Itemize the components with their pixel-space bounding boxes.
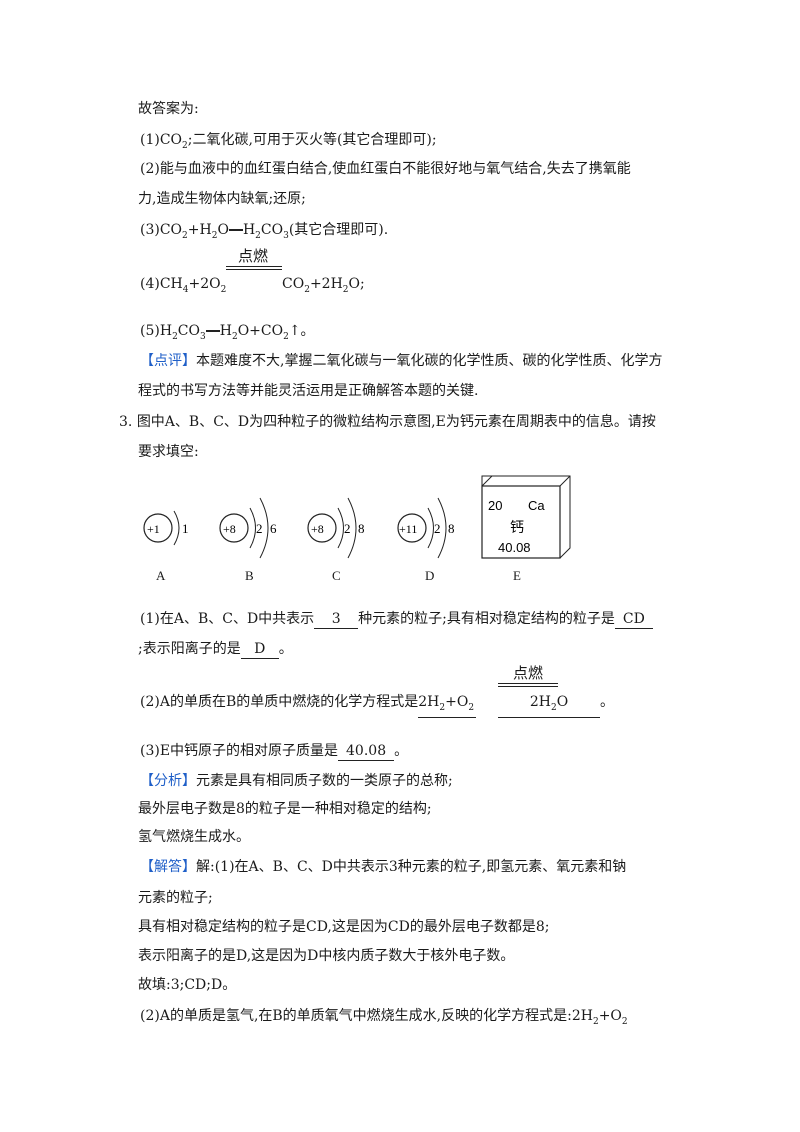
element-card-calcium: 20 Ca 钙 40.08 [481,475,571,559]
comment-line2: 程式的书写方法等并能灵活运用是正确解答本题的关键. [138,383,479,399]
label-c: C [332,568,341,583]
atom-b: +8 2 6 [219,497,277,559]
analysis-line1: 【分析】元素是具有相同质子数的一类原子的总称; [140,773,453,789]
answer-4: (4)CH4+2O2 [140,276,227,295]
q3-line1: 3. 图中A、B、C、D为四种粒子的微粒结构示意图,E为钙元素在周期表中的信息。… [119,414,656,430]
solution-line1: 【解答】解:(1)在A、B、C、D中共表示3种元素的粒子,即氢元素、氧元素和钠 [140,859,627,875]
atom-d-nucleus: +11 [399,522,417,536]
solution-line5: 故填:3;CD;D。 [138,977,237,993]
label-d: D [425,568,435,583]
sub-question-2: (2)A的单质在B的单质中燃烧的化学方程式是2H2+O2 [140,693,477,718]
atom-c-shell-2: 8 [358,521,365,536]
sub-question-2-product: 2H2O。 [498,693,614,718]
label-b: B [245,568,254,583]
blank-product: 2H2O [498,693,600,718]
blank-reactants: 2H2+O2 [418,693,477,718]
analysis-line2: 最外层电子数是8的粒子是一种相对稳定的结构; [138,801,432,817]
solution-line3: 具有相对稳定结构的粒子是CD,这是因为CD的最外层电子数都是8; [138,919,550,935]
blank-atomic-mass: 40.08 [338,742,395,761]
blank-element-count: 3 [314,610,359,629]
atom-d-shell-2: 8 [448,521,455,536]
atom-a-shell-1: 1 [182,521,189,536]
sub2-condition: 点燃 [512,664,543,682]
comment-line1: 【点评】本题难度不大,掌握二氧化碳与一氧化碳的化学性质、碳的化学性质、化学方 [140,353,663,369]
element-symbol: Ca [528,498,545,513]
atom-b-shell-1: 2 [256,521,263,536]
comment-tag: 点评 [154,353,182,369]
atom-d: +11 2 8 [397,497,455,559]
atom-a: +1 1 [143,510,189,546]
answer-2-line1: (2)能与血液中的血红蛋白结合,使血红蛋白不能很好地与氧气结合,失去了携氧能 [140,161,631,177]
answer-1: (1)CO2;二氧化碳,可用于灭火等(其它合理即可); [140,132,437,151]
element-mass: 40.08 [498,540,531,555]
label-a: A [156,568,166,583]
answer-4-product: CO2+2H2O; [282,276,365,295]
atom-a-nucleus: +1 [147,522,160,536]
answer-header: 故答案为: [138,101,199,117]
q3-line2: 要求填空: [138,444,199,460]
blank-stable-particles: CD [614,610,653,629]
atom-c: +8 2 8 [307,497,365,559]
analysis-line3: 氢气燃烧生成水。 [138,829,250,845]
ans4-condition: 点燃 [237,247,268,265]
solution-line4: 表示阳离子的是D,这是因为D中核内质子数大于核外电子数。 [138,948,515,964]
solution-line2: 元素的粒子; [138,890,213,906]
element-atomic-number: 20 [488,498,502,513]
blank-cation: D [240,640,279,659]
label-e: E [513,568,521,583]
element-name: 钙 [510,520,524,536]
atom-structure-diagram: +1 1 +8 2 6 +8 2 8 +11 2 8 20 Ca 钙 40.08 [143,475,571,559]
atom-b-shell-2: 6 [270,521,277,536]
atom-b-nucleus: +8 [223,522,236,536]
atom-d-shell-1: 2 [434,521,441,536]
answer-2-line2: 力,造成生物体内缺氧;还原; [138,191,306,207]
atom-c-nucleus: +8 [311,522,324,536]
analysis-tag: 分析 [154,773,182,789]
atom-c-shell-1: 2 [344,521,351,536]
solution-tag: 解答 [154,859,182,875]
solution-line6: (2)A的单质是氢气,在B的单质氧气中燃烧生成水,反映的化学方程式是:2H2+O… [140,1008,628,1027]
